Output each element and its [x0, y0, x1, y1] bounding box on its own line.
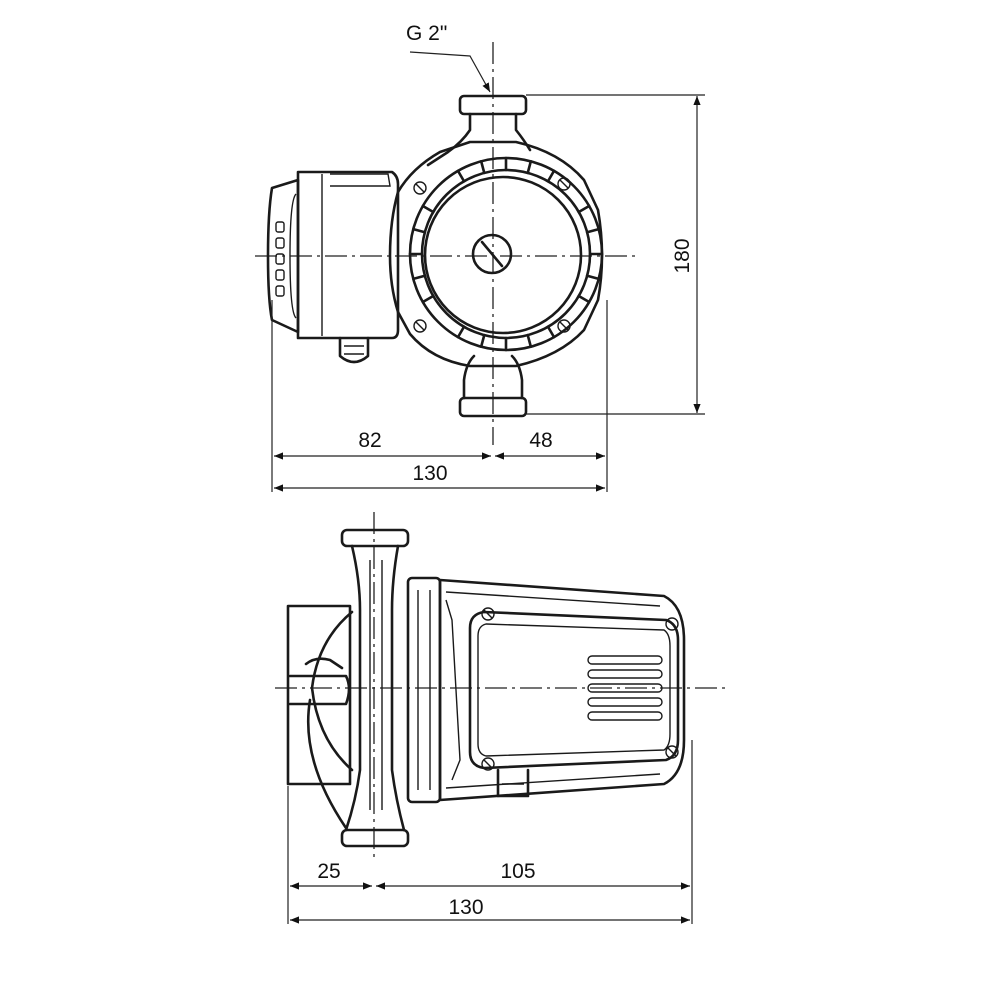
cooling-rib [479, 159, 486, 175]
cooling-rib [526, 333, 533, 349]
shaft-slot [480, 240, 504, 268]
motor-housing [438, 578, 686, 802]
terminal-box [266, 170, 400, 364]
dim-105-label: 105 [500, 860, 535, 883]
control-module [468, 610, 680, 770]
cooling-rib [421, 294, 435, 304]
housing-bolts [413, 177, 571, 333]
pump-side-view: 25 105 130 [275, 512, 730, 924]
pipe-body [306, 528, 410, 848]
cooling-rib [456, 169, 466, 183]
housing-screws [481, 607, 679, 771]
mounting-flange [406, 576, 442, 804]
cooling-ribs [408, 156, 604, 352]
cooling-rib [577, 294, 591, 304]
stub-top [304, 657, 344, 670]
dim-130-top-label: 130 [412, 462, 447, 485]
cooling-rib [585, 227, 601, 234]
dim-130-side-label: 130 [448, 896, 483, 919]
cooling-rib [526, 159, 533, 175]
cooling-rib [585, 274, 601, 281]
housing-outline [388, 140, 604, 368]
thread-leader [409, 51, 491, 93]
cap-slots [275, 221, 285, 297]
side-top-flange [340, 528, 410, 548]
dim-25-label: 25 [317, 860, 340, 883]
side-bottom-flange [340, 828, 410, 848]
dim-height-label: 180 [671, 238, 694, 273]
cooling-rib [411, 227, 427, 234]
pump-top-view: G 2" 180 82 48 130 [255, 22, 705, 492]
motor-face [423, 175, 583, 335]
dim-48-label: 48 [529, 429, 552, 452]
vent-grille [587, 655, 663, 721]
shaft-stub [288, 674, 351, 706]
rib-ring-inner [420, 168, 592, 340]
bottom-flange [458, 354, 528, 418]
cable-gland [338, 336, 370, 364]
cooling-rib [411, 274, 427, 281]
dim-82-label: 82 [358, 429, 381, 452]
cooling-rib [456, 325, 466, 339]
top-flange [426, 94, 532, 167]
cooling-rib [479, 333, 486, 349]
cooling-rib [546, 169, 556, 183]
cooling-rib [421, 204, 435, 214]
shaft-cap [471, 233, 513, 275]
cooling-rib [577, 204, 591, 214]
thread-size-label: G 2" [406, 22, 447, 45]
side-cable-gland [496, 768, 530, 798]
cooling-rib [546, 325, 556, 339]
rib-ring-outer [408, 156, 604, 352]
back-plate [286, 604, 352, 786]
